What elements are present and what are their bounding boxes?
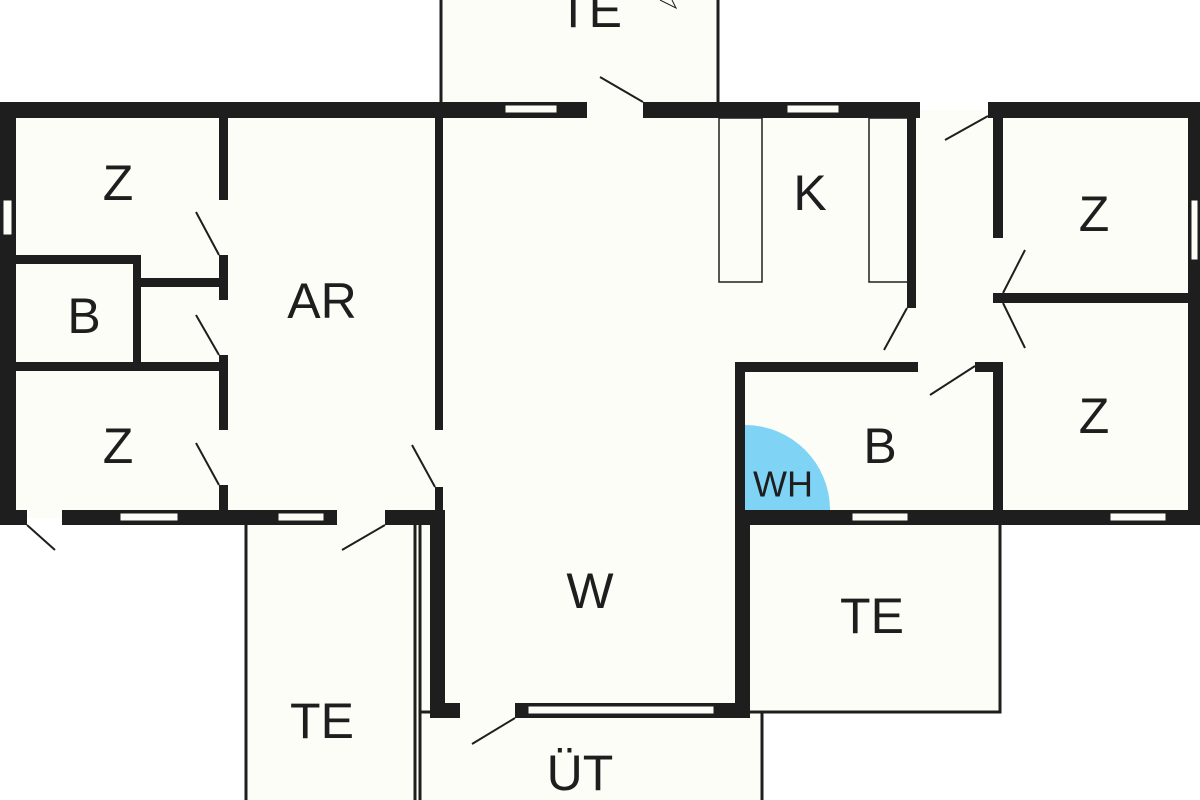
windows bbox=[2, 104, 1199, 715]
room-labels: TE Z B Z AR K Z Z B WH W TE TE ÜT bbox=[67, 0, 1109, 800]
room-label-b-right: B bbox=[863, 418, 896, 474]
room-label-ut: ÜT bbox=[547, 745, 614, 800]
doors bbox=[26, 76, 1026, 745]
room-label-z-bottom-left: Z bbox=[103, 418, 134, 474]
room-label-b-left: B bbox=[67, 288, 100, 344]
terrace-outlines bbox=[244, 0, 1002, 800]
room-label-wh: WH bbox=[753, 464, 813, 505]
room-label-k: K bbox=[793, 165, 826, 221]
room-label-te-bottom-left: TE bbox=[290, 693, 354, 749]
room-label-z-top-right: Z bbox=[1079, 186, 1110, 242]
room-label-z-top-left: Z bbox=[103, 155, 134, 211]
room-label-te-bottom-right: TE bbox=[840, 588, 904, 644]
room-label-w: W bbox=[566, 563, 614, 619]
room-label-z-bottom-right: Z bbox=[1079, 388, 1110, 444]
wh-quarter-circle bbox=[745, 425, 830, 510]
room-label-ar: AR bbox=[287, 273, 356, 329]
room-label-te-top: TE bbox=[558, 0, 622, 38]
